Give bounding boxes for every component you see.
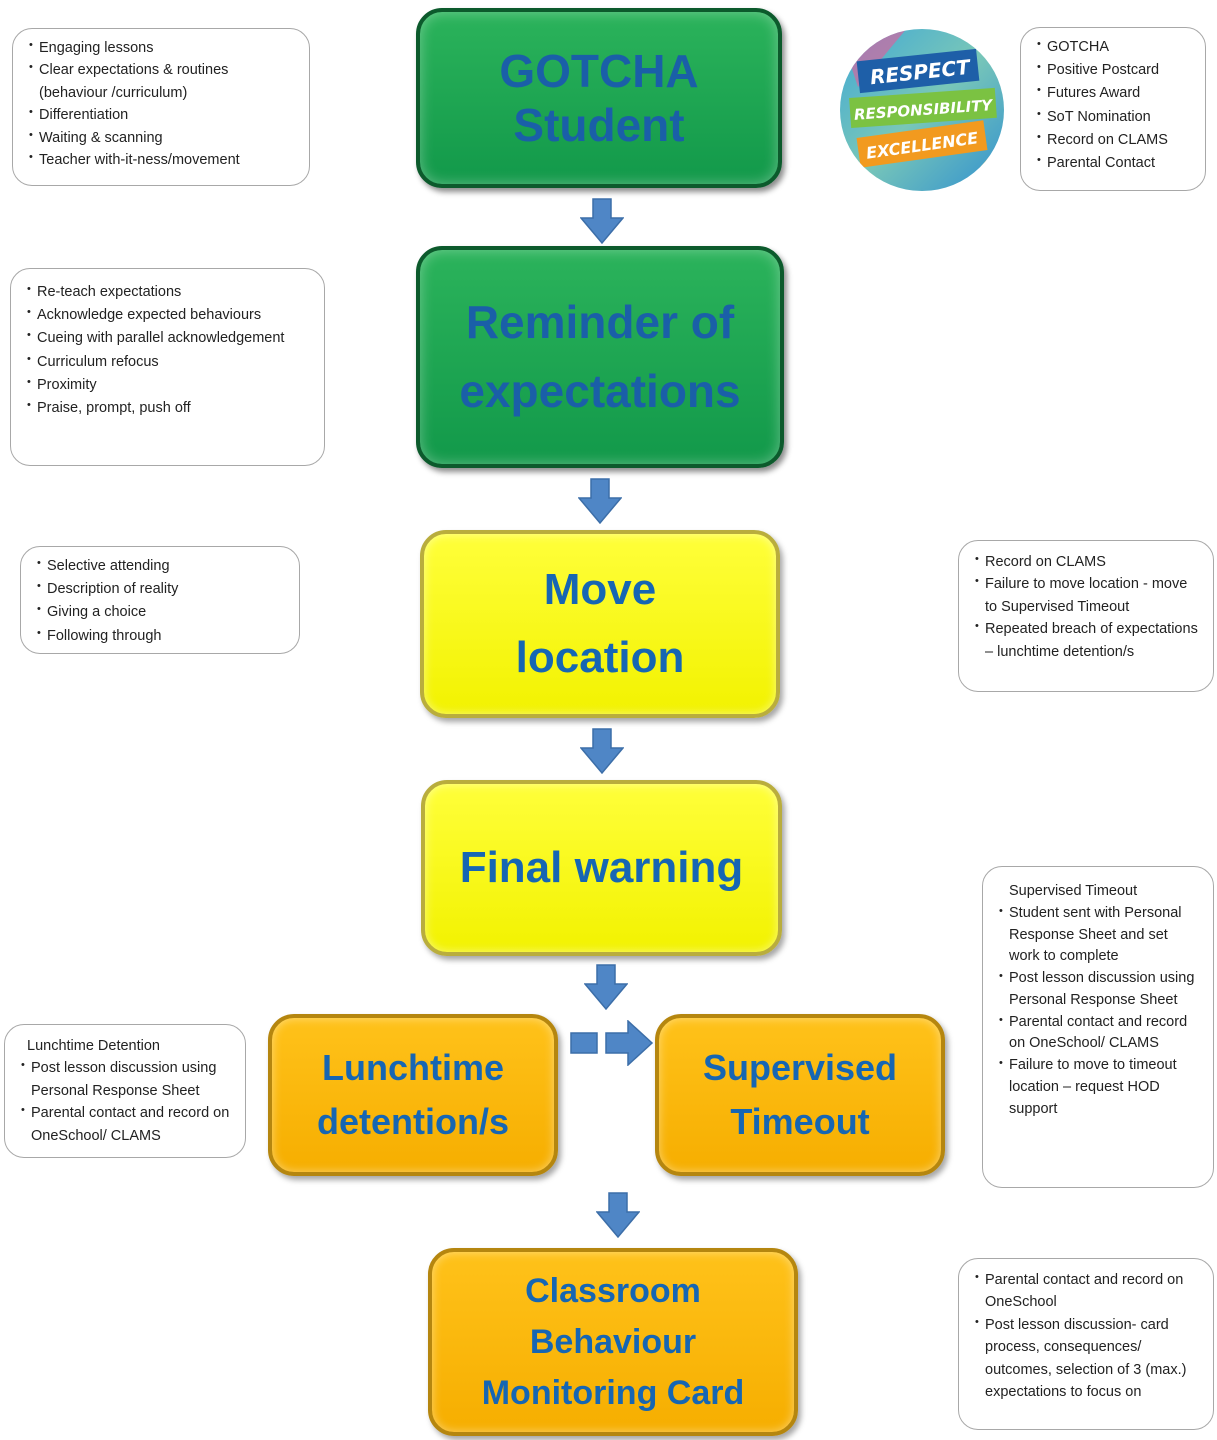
step-card-line2: Behaviour	[529, 1322, 697, 1361]
step-gotcha-line2: Student	[513, 99, 685, 151]
note-supervised-timeout: Supervised Timeout Student sent with Per…	[982, 866, 1214, 1188]
list-item: Waiting & scanning	[29, 127, 297, 149]
step-move-location: Move location	[420, 530, 780, 718]
step-final-warning: Final warning	[421, 780, 782, 956]
list-item: Praise, prompt, push off	[27, 397, 312, 420]
list-item: Post lesson discussion using Personal Re…	[999, 968, 1201, 1012]
list-item: Description of reality	[37, 578, 287, 601]
list-item: Clear expectations & routines (behaviour…	[29, 59, 297, 104]
step-lunchtime-line2: detention/s	[316, 1101, 509, 1142]
list-item: Positive Postcard	[1037, 59, 1193, 82]
step-final-line1: Final warning	[459, 843, 744, 893]
note-move-consequences: Record on CLAMS Failure to move location…	[958, 540, 1214, 692]
step-move-line1: Move	[543, 564, 657, 614]
list-item: Futures Award	[1037, 82, 1193, 105]
list-item: SoT Nomination	[1037, 106, 1193, 129]
note-lunchtime-detention: Lunchtime Detention Post lesson discussi…	[4, 1024, 246, 1158]
note-monitoring-card: Parental contact and record on OneSchool…	[958, 1258, 1214, 1430]
arrow-down-4	[584, 964, 628, 1010]
list-item: Record on CLAMS	[975, 551, 1201, 573]
list-item: Record on CLAMS	[1037, 129, 1193, 152]
step-gotcha-line1: GOTCHA	[499, 44, 699, 97]
list-item: GOTCHA	[1037, 36, 1193, 59]
step-reminder-line2: expectations	[459, 365, 741, 417]
respect-responsibility-excellence-badge: RESPECT RESPONSIBILITY EXCELLENCE	[840, 29, 1004, 191]
list-item: Differentiation	[29, 104, 297, 126]
note-move-strategies: Selective attending Description of reali…	[20, 546, 300, 654]
list-item: Failure to move location - move to Super…	[975, 573, 1201, 618]
list-item: Post lesson discussion- card process, co…	[975, 1314, 1201, 1404]
list-item: Engaging lessons	[29, 37, 297, 59]
step-lunchtime-line1: Lunchtime	[321, 1047, 504, 1088]
step-reminder-line1: Reminder of	[465, 296, 735, 348]
list-item: Parental contact and record on OneSchool	[975, 1269, 1201, 1314]
step-card-line1: Classroom	[525, 1271, 701, 1310]
list-item: Repeated breach of expectations – luncht…	[975, 618, 1201, 663]
list-item: Proximity	[27, 374, 312, 397]
step-classroom-behaviour-monitoring-card: Classroom Behaviour Monitoring Card	[428, 1248, 798, 1436]
list-item: Acknowledge expected behaviours	[27, 304, 312, 327]
arrow-down-2	[578, 478, 622, 524]
list-item: Re-teach expectations	[27, 281, 312, 304]
step-move-line2: location	[515, 633, 685, 682]
arrow-down-3	[580, 728, 624, 774]
arrow-right-to-timeout	[570, 1020, 654, 1066]
step-timeout-line2: Timeout	[730, 1101, 870, 1142]
arrow-down-5	[596, 1192, 640, 1238]
step-timeout-line1: Supervised	[702, 1047, 898, 1088]
list-item: Following through	[37, 625, 287, 648]
list-item: Parental contact and record on OneSchool…	[999, 1012, 1201, 1056]
list-item: Parental Contact	[1037, 152, 1193, 175]
list-item: Parental contact and record on OneSchool…	[21, 1102, 233, 1147]
note-gotcha-strategies: Engaging lessons Clear expectations & ro…	[12, 28, 310, 186]
list-item: Failure to move to timeout location – re…	[999, 1055, 1201, 1120]
list-item: Post lesson discussion using Personal Re…	[21, 1057, 233, 1102]
note-reminder-strategies: Re-teach expectations Acknowledge expect…	[10, 268, 325, 466]
step-supervised-timeout: Supervised Timeout	[655, 1014, 945, 1176]
step-lunchtime-detention: Lunchtime detention/s	[268, 1014, 558, 1176]
list-item: Cueing with parallel acknowledgement	[27, 327, 312, 350]
step-gotcha-student: GOTCHA Student	[416, 8, 782, 188]
step-reminder-of-expectations: Reminder of expectations	[416, 246, 784, 468]
list-item: Curriculum refocus	[27, 351, 312, 374]
note-gotcha-rewards: GOTCHA Positive Postcard Futures Award S…	[1020, 27, 1206, 191]
list-item: Giving a choice	[37, 601, 287, 624]
list-item: Teacher with-it-ness/movement	[29, 149, 297, 171]
arrow-down-1	[580, 198, 624, 244]
note-lunchtime-heading: Lunchtime Detention	[27, 1038, 160, 1054]
note-timeout-heading: Supervised Timeout	[1009, 883, 1138, 899]
list-item: Student sent with Personal Response Shee…	[999, 903, 1201, 968]
step-card-line3: Monitoring Card	[481, 1373, 745, 1412]
list-item: Selective attending	[37, 555, 287, 578]
